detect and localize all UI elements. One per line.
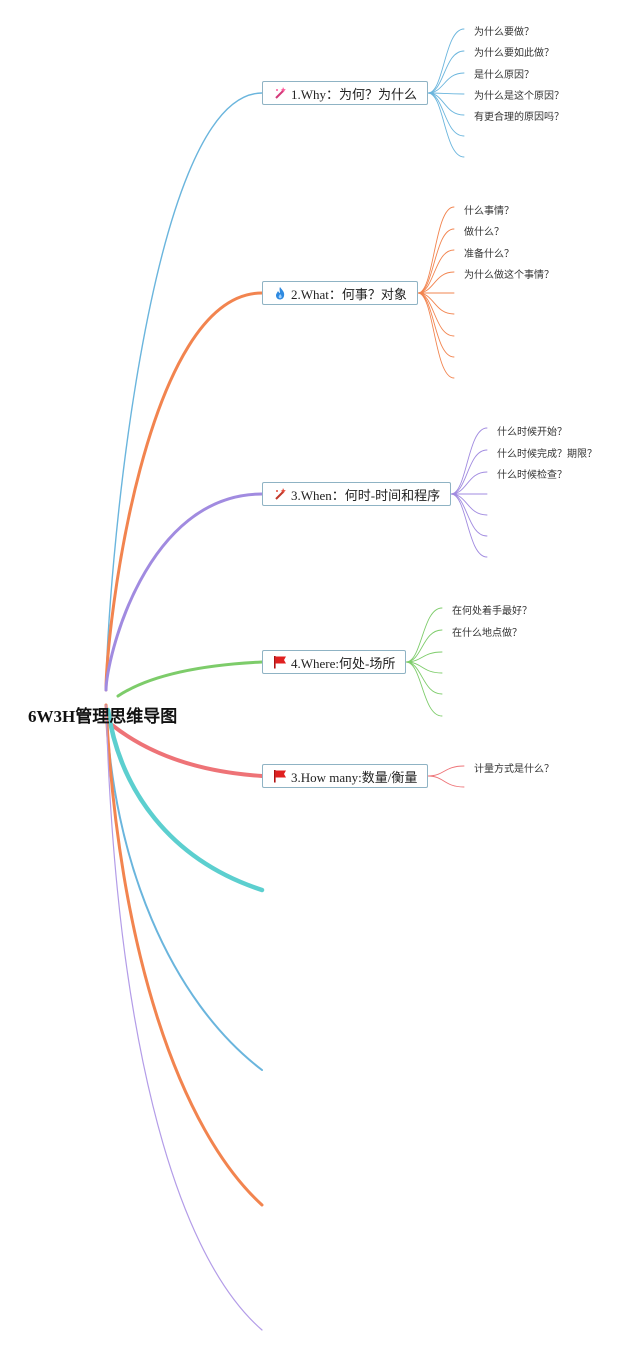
wand-icon	[273, 86, 287, 100]
topic-how-many[interactable]: 3.How many:数量/衡量	[262, 764, 429, 788]
branch-line-how-many	[110, 723, 264, 778]
branch-line-empty-2	[105, 704, 263, 1071]
leaf-what-1[interactable]: 什么事情？	[464, 206, 514, 217]
topic-label: 3.How many:数量/衡量	[291, 769, 418, 785]
leaf-why-2[interactable]: 为什么要如此做？	[474, 48, 554, 59]
topic-label: 1.Why：为何？为什么	[291, 86, 418, 102]
connector-when-2	[450, 449, 488, 495]
connector-where-3	[405, 651, 443, 663]
connector-what-3	[417, 249, 455, 294]
connector-when-1	[450, 427, 488, 495]
connector-why-7	[427, 92, 465, 158]
flag-icon	[273, 655, 287, 669]
connector-what-9	[417, 292, 455, 379]
branch-line-empty-1	[105, 707, 265, 893]
root-topic[interactable]: 6W3H管理思维导图	[28, 707, 178, 726]
connector-where-5	[405, 661, 443, 695]
connector-how-many-2	[427, 775, 465, 788]
connector-what-4	[417, 271, 455, 294]
connector-what-2	[417, 228, 455, 294]
branch-line-empty-3	[104, 703, 264, 1207]
topic-what[interactable]: 2.What：何事？对象	[262, 281, 418, 305]
branch-line-why	[105, 92, 263, 691]
connector-why-2	[427, 50, 465, 94]
connector-what-8	[417, 292, 455, 358]
topic-label: 2.What：何事？对象	[291, 286, 407, 302]
leaf-when-2[interactable]: 什么时候完成？期限？	[497, 449, 597, 460]
leaf-why-3[interactable]: 是什么原因？	[474, 70, 534, 81]
leaf-why-1[interactable]: 为什么要做？	[474, 27, 534, 38]
connector-where-1	[405, 607, 443, 663]
leaf-what-2[interactable]: 做什么？	[464, 227, 504, 238]
leaf-when-1[interactable]: 什么时候开始？	[497, 427, 567, 438]
topic-label: 3.When：何时-时间和程序	[291, 487, 441, 503]
connector-when-7	[450, 493, 488, 558]
connector-where-6	[405, 661, 443, 717]
topic-where[interactable]: 4.Where:何处-场所	[262, 650, 407, 674]
connector-why-1	[427, 28, 465, 94]
branch-line-where	[116, 660, 264, 698]
leaf-where-2[interactable]: 在什么地点做？	[452, 628, 522, 639]
flame-icon	[273, 286, 287, 300]
branch-line-when	[104, 492, 264, 692]
connector-where-2	[405, 629, 443, 663]
wand-icon	[273, 487, 287, 501]
leaf-why-5[interactable]: 有更合理的原因吗？	[474, 112, 564, 123]
leaf-where-1[interactable]: 在何处着手最好？	[452, 606, 532, 617]
flag-icon	[273, 769, 287, 783]
topic-when[interactable]: 3.When：何时-时间和程序	[262, 482, 452, 506]
leaf-what-3[interactable]: 准备什么？	[464, 249, 514, 260]
leaf-how-many-1[interactable]: 计量方式是什么？	[474, 764, 554, 775]
branch-line-what	[104, 291, 264, 692]
connector-what-1	[417, 206, 455, 294]
leaf-when-3[interactable]: 什么时候检查？	[497, 470, 567, 481]
connector-why-3	[427, 72, 465, 94]
branch-line-empty-4	[105, 704, 263, 1331]
connector-how-many-1	[427, 765, 465, 777]
topic-why[interactable]: 1.Why：为何？为什么	[262, 81, 429, 105]
leaf-what-4[interactable]: 为什么做这个事情？	[464, 270, 554, 281]
leaf-why-4[interactable]: 为什么是这个原因？	[474, 91, 564, 102]
topic-label: 4.Where:何处-场所	[291, 655, 396, 671]
connector-when-3	[450, 471, 488, 495]
